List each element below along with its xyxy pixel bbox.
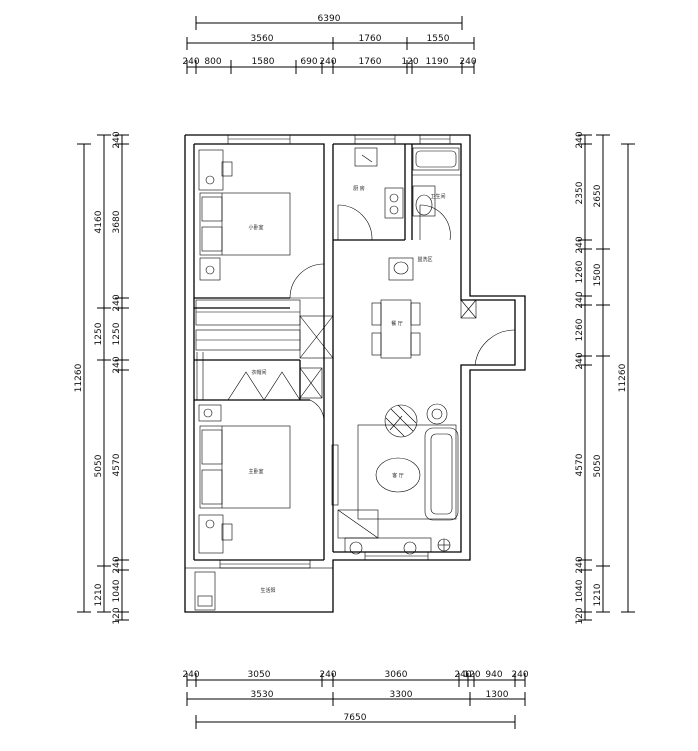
dim-top-overall: 6390 — [318, 14, 341, 24]
dim-left-3680: 3680 — [112, 210, 122, 233]
dim-left-4160: 4160 — [94, 210, 104, 233]
dim-left-240a: 240 — [112, 131, 122, 148]
label-balcony: 生活阳 — [260, 587, 275, 594]
dim-top-120: 120 — [401, 57, 418, 67]
dim-left-1210: 1210 — [94, 583, 104, 606]
kitchen-bath-furniture — [354, 147, 460, 281]
interior-walls — [194, 144, 516, 560]
bottom-dimensions: 240 3050 240 3060 240 120 940 240 3530 3… — [182, 670, 529, 729]
dim-left-240d: 240 — [112, 556, 122, 573]
dim-right-240c: 240 — [575, 291, 585, 308]
label-master: 主卧室 — [248, 468, 263, 475]
dim-bot-120: 120 — [463, 670, 480, 680]
dim-top-1190: 1190 — [426, 57, 449, 67]
exterior-walls — [184, 134, 526, 613]
upper-bedroom-furniture — [198, 149, 291, 281]
dim-right-2350: 2350 — [575, 181, 585, 204]
label-closet: 衣帽间 — [251, 369, 266, 376]
dim-left-240b: 240 — [112, 294, 122, 311]
dim-right-2650: 2650 — [593, 184, 603, 207]
dim-bot-240a: 240 — [182, 670, 199, 680]
dim-top-240a: 240 — [182, 57, 199, 67]
dim-right-4570: 4570 — [575, 453, 585, 476]
dim-left-5050: 5050 — [94, 454, 104, 477]
dim-left-overall: 11260 — [74, 363, 84, 392]
dim-bot-1300: 1300 — [486, 690, 509, 700]
living-room-furniture — [337, 403, 459, 555]
dim-right-1040: 1040 — [575, 579, 585, 602]
dim-bot-240c: 240 — [454, 670, 471, 680]
dim-bot-3300: 3300 — [390, 690, 413, 700]
dim-right-1260b: 1260 — [575, 318, 585, 341]
dim-top-1580: 1580 — [252, 57, 275, 67]
dim-top-240c: 240 — [459, 57, 476, 67]
dim-bot-3050: 3050 — [248, 670, 271, 680]
right-dimensions: 240 2350 240 1260 240 1260 240 4570 240 … — [575, 131, 635, 625]
dim-bot-3060: 3060 — [385, 670, 408, 680]
dim-left-1250: 1250 — [94, 322, 104, 345]
dim-left-1040: 1040 — [112, 579, 122, 602]
dim-right-240e: 240 — [575, 556, 585, 573]
closet-furniture — [195, 299, 334, 401]
dim-top-1760: 1760 — [359, 34, 382, 44]
dim-top-3560: 3560 — [251, 34, 274, 44]
dim-right-1210: 1210 — [593, 583, 603, 606]
dim-left-120: 120 — [112, 607, 122, 624]
dim-top-240b: 240 — [319, 57, 336, 67]
dim-right-240a: 240 — [575, 131, 585, 148]
label-dining: 餐 厅 — [391, 320, 403, 327]
dim-bot-940: 940 — [485, 670, 502, 680]
dim-right-1500: 1500 — [593, 263, 603, 286]
label-bathroom: 卫生间 — [430, 193, 445, 200]
dim-left-1250b: 1250 — [112, 322, 122, 345]
dim-bot-3530: 3530 — [251, 690, 274, 700]
dim-right-240b: 240 — [575, 236, 585, 253]
dim-left-4570: 4570 — [112, 453, 122, 476]
dim-top-1760b: 1760 — [359, 57, 382, 67]
dim-bot-240b: 240 — [319, 670, 336, 680]
label-wash: 盥洗区 — [417, 256, 432, 263]
dim-right-1260a: 1260 — [575, 260, 585, 283]
dim-right-overall: 11260 — [618, 363, 628, 392]
dim-bot-overall: 7650 — [344, 713, 367, 723]
top-dimensions: 6390 3560 1760 1550 240 800 1580 690 240… — [182, 14, 477, 74]
dim-bot-240d: 240 — [511, 670, 528, 680]
label-bedroom2: 小卧室 — [248, 224, 263, 231]
dim-top-800: 800 — [204, 57, 221, 67]
dim-left-240c: 240 — [112, 356, 122, 373]
label-kitchen: 厨 房 — [353, 185, 365, 192]
room-labels: 小卧室 厨 房 卫生间 盥洗区 餐 厅 衣帽间 主卧室 客 厅 生活阳 — [248, 185, 445, 594]
dim-right-120: 120 — [575, 607, 585, 624]
dim-top-1550: 1550 — [427, 34, 450, 44]
label-living: 客 厅 — [392, 472, 404, 479]
dim-right-5050: 5050 — [593, 454, 603, 477]
dim-top-690: 690 — [300, 57, 317, 67]
balcony — [184, 567, 334, 613]
left-dimensions: 11260 4160 1250 5050 1210 240 3680 240 1… — [74, 131, 129, 625]
master-bedroom-furniture — [198, 404, 339, 554]
dining-furniture — [371, 299, 477, 359]
dim-right-240d: 240 — [575, 352, 585, 369]
